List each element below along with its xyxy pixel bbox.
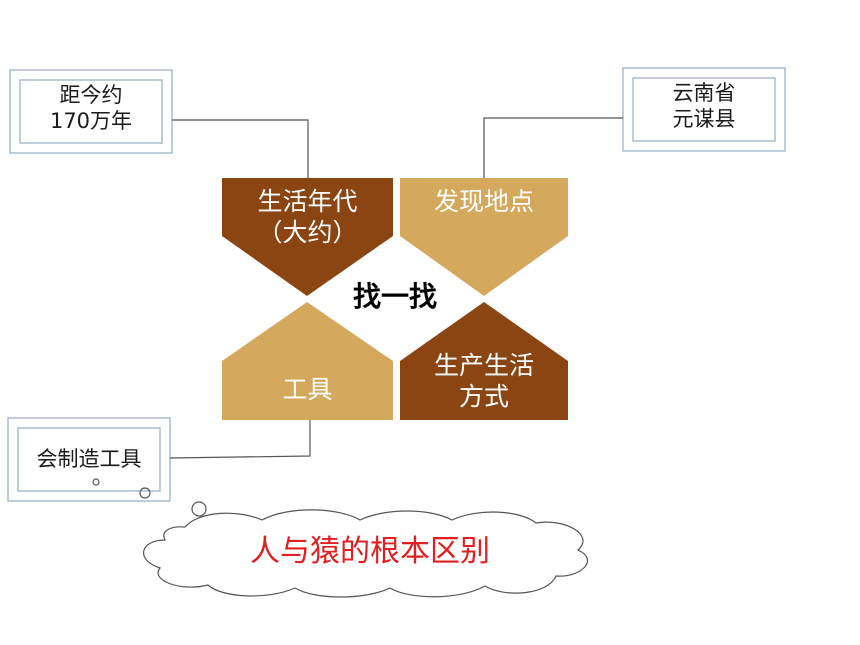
tools-box-text: 会制造工具 [18, 446, 160, 472]
life-shape-line2: 方式 [458, 382, 509, 412]
place-box-line2: 元谋县 [672, 107, 736, 132]
place-shape-text: 发现地点 [400, 186, 568, 217]
life-shape [400, 302, 568, 420]
bubble-large [191, 501, 207, 517]
tools-shape [222, 302, 393, 420]
life-shape-text: 生产生活 方式 [400, 350, 568, 413]
center-label: 找一找 [352, 280, 437, 313]
era-box-line2: 170万年 [49, 109, 133, 134]
place-box-text: 云南省 元谋县 [633, 80, 775, 133]
tools-box-line1: 会制造工具 [36, 447, 142, 471]
tools-shape-text: 工具 [222, 374, 393, 405]
tools-connector [169, 420, 311, 459]
era-shape [222, 178, 393, 296]
tools-shape-line1: 工具 [282, 375, 333, 404]
bubble-medium [139, 487, 151, 499]
place-info-box [622, 67, 786, 152]
era-box-line1: 距今约 [59, 83, 123, 107]
place-shape [400, 178, 568, 296]
era-box-text: 距今约 170万年 [20, 82, 162, 135]
place-box-line1: 云南省 [672, 81, 736, 105]
era-shape-line2: （大约） [257, 218, 358, 248]
bubble-small [92, 478, 100, 486]
era-shape-text: 生活年代 （大约） [222, 186, 393, 249]
place-shape-line1: 发现地点 [433, 187, 534, 216]
era-info-box [9, 69, 173, 154]
era-connector [172, 119, 309, 178]
tools-info-box [7, 417, 171, 502]
era-shape-line1: 生活年代 [257, 187, 358, 216]
cloud-shape [142, 509, 589, 598]
place-connector [483, 117, 623, 178]
life-shape-line1: 生产生活 [433, 351, 534, 380]
cloud-text: 人与猿的根本区别 [250, 534, 490, 569]
